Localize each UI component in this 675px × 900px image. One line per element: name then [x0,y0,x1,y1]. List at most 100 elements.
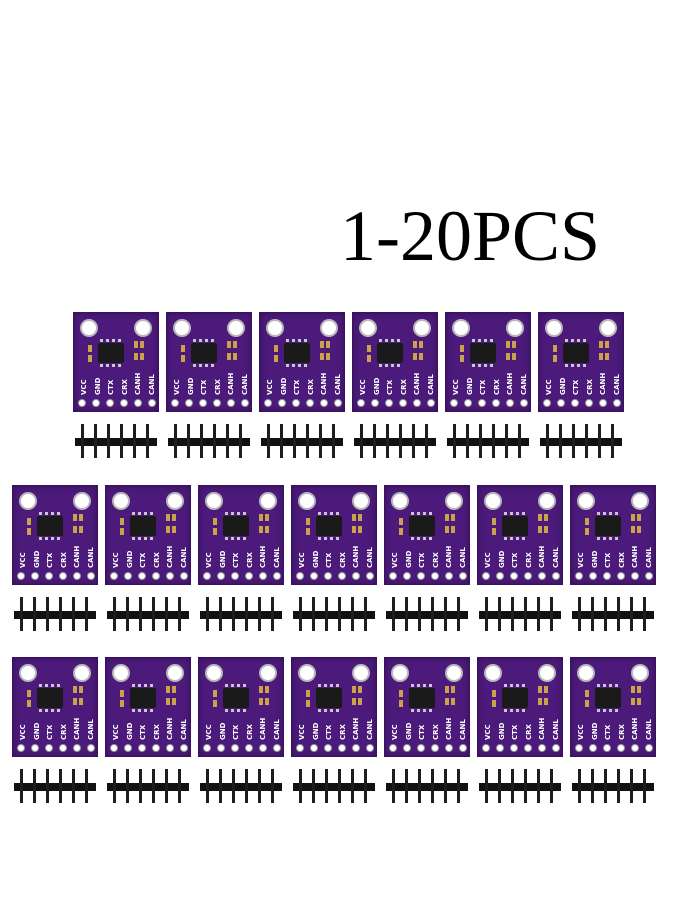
smd-component [320,353,324,360]
solder-pad [259,744,267,752]
smd-component [166,698,170,705]
smd-component [367,355,371,362]
pin-header [354,424,436,458]
solder-pad [645,744,653,752]
smd-component [399,690,403,697]
pin-label: CRX [431,724,440,740]
smd-component [181,345,185,352]
solder-pads [296,572,374,580]
header-bar [107,783,189,791]
solder-pad [445,572,453,580]
ic-chip [502,684,528,712]
smd-component [637,514,641,521]
header-pin [598,424,601,458]
solder-pads [482,572,560,580]
header-pin [232,769,235,803]
header-pin [457,769,460,803]
solder-pads [482,744,560,752]
pin-label: CRX [585,379,594,395]
smd-component [445,686,449,693]
solder-pad [45,744,53,752]
smd-component [306,518,310,525]
solder-pad [385,399,393,407]
smd-component [79,698,83,705]
solder-pad [292,399,300,407]
solder-pad [552,572,560,580]
header-pin [85,597,88,631]
solder-pad [510,744,518,752]
ic-chip [377,339,403,367]
pin-label: VCC [391,552,399,568]
solder-pad [59,572,67,580]
header-pin [591,597,594,631]
header-pin [293,424,296,458]
mounting-hole [205,664,223,682]
pin-label: CANH [259,545,268,568]
solder-pad [338,572,346,580]
smd-component [88,355,92,362]
header-pin [591,769,594,803]
solder-pad [110,572,118,580]
solder-pad [213,399,221,407]
header-pin [219,769,222,803]
pin-label: CANH [166,545,175,568]
header-pin [578,597,581,631]
pin-label: VCC [484,724,492,740]
header-pin [412,424,415,458]
solder-pad [134,399,142,407]
solder-pad [352,744,360,752]
solder-pad [203,744,211,752]
smd-component [445,514,449,521]
pin-label: GND [218,722,227,740]
pin-label: GND [497,550,506,568]
solder-pad [524,572,532,580]
header-pin [33,597,36,631]
header-pin [492,424,495,458]
header-bar [293,611,375,619]
ic-chip [316,684,342,712]
smd-component [352,686,356,693]
pin-label: VCC [298,552,306,568]
smd-component [233,341,237,348]
pin-label: VCC [19,724,27,740]
pin-label: CANL [458,547,467,568]
pin-label: CRX [492,379,501,395]
solder-pad [589,744,597,752]
solder-pad [496,572,504,580]
header-pin [85,769,88,803]
pin-header [14,769,96,803]
solder-pad [152,572,160,580]
solder-pad [603,744,611,752]
smd-component [213,690,217,697]
page-title: 1-20PCS [340,196,601,276]
pin-header [200,597,282,631]
ic-chip [470,339,496,367]
smd-component [419,353,423,360]
smd-component [492,690,496,697]
solder-pads [17,744,95,752]
header-pin [351,769,354,803]
smd-component [538,514,542,521]
smd-component [274,355,278,362]
smd-component [140,353,144,360]
smd-component [451,526,455,533]
header-pin [206,597,209,631]
header-pin [120,424,123,458]
pin-label: CANL [272,547,281,568]
header-pin [152,769,155,803]
pin-label: CANH [352,717,361,740]
mounting-hole [506,319,524,337]
header-pin [239,424,242,458]
smd-component [227,341,231,348]
solder-pad [124,744,132,752]
solder-pads [264,399,342,407]
mounting-hole [352,664,370,682]
